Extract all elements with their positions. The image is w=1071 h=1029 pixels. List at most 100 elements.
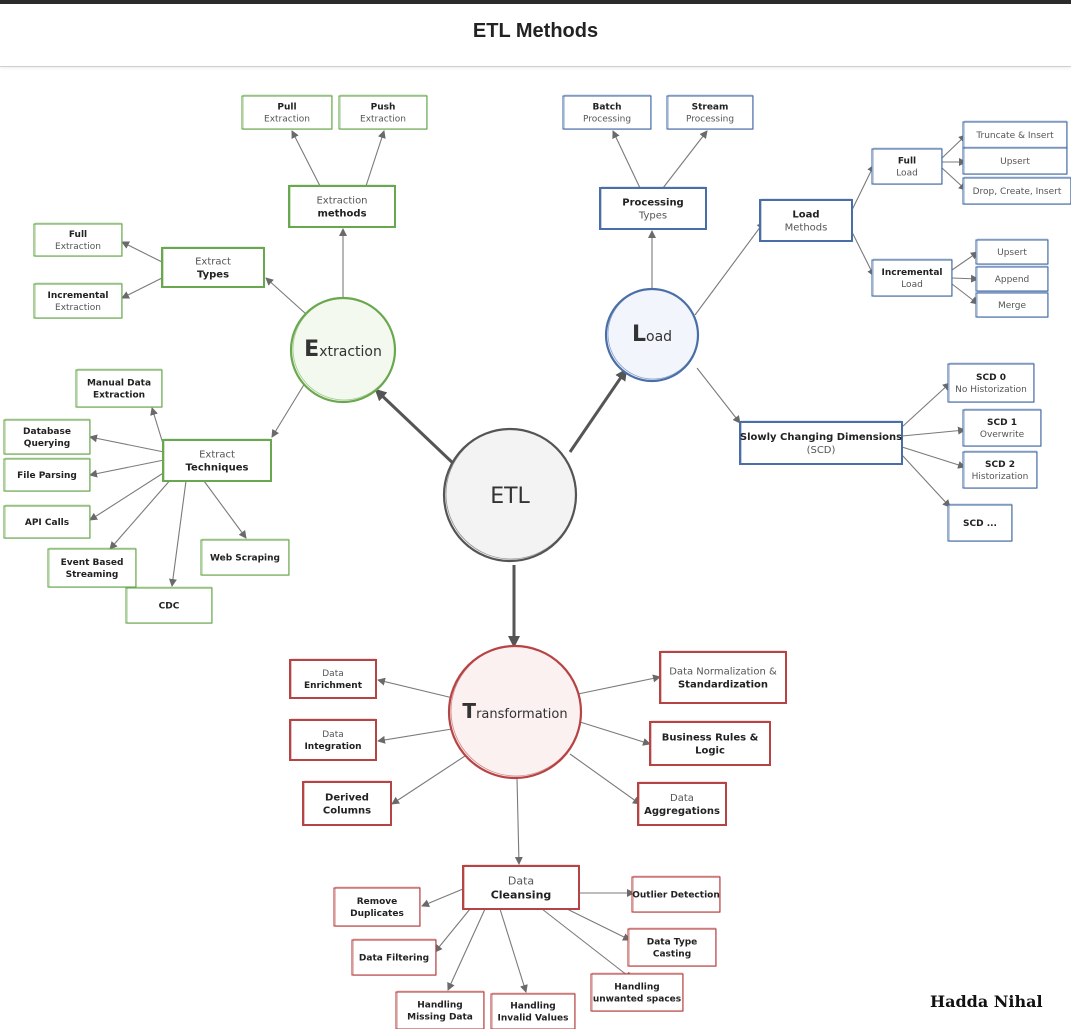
data-integration-line1: Data [322,730,344,740]
handling-invalid-line2: Invalid Values [498,1014,569,1024]
full-extraction-line2: Extraction [55,242,101,252]
connector-arrow [568,368,628,453]
etl-label: ETL [490,484,530,509]
extraction-label: Extraction [304,337,382,362]
connector-arrow [203,480,247,539]
connector-arrow [377,677,454,699]
processing-types-line2: Types [638,211,667,222]
connector-arrow [577,674,661,695]
connector-arrow [951,283,979,305]
connector-arrow [612,130,641,189]
web-scraping-box: Web Scraping [200,538,290,576]
transformation-initial: T [462,699,476,723]
scd0-line1: SCD 0 [976,373,1006,383]
handling-spaces-line2: unwanted spaces [593,995,681,1005]
file-parsing-box: File Parsing [3,457,91,492]
handling-spaces-line1: Handling [614,983,659,993]
scd-line1: Slowly Changing Dimensions [740,432,902,443]
full-extraction-line1: Full [69,230,87,240]
connector-arrow [121,277,163,299]
upsert-incr-line1: Upsert [997,248,1027,258]
event-based-streaming-line1: Event Based [61,558,124,568]
extraction-methods-line1: Extraction [316,196,367,207]
incremental-extraction-line1: Incremental [48,291,109,301]
connector-arrow [901,382,951,428]
connector-arrow [696,367,741,424]
extraction-circle: Extraction [289,296,397,404]
connector-arrow [109,477,173,550]
truncate-insert-line1: Truncate & Insert [975,131,1054,141]
handling-spaces-box: Handling unwanted spaces [590,972,684,1012]
load-label: Load [632,322,672,347]
connector-arrow [514,777,523,865]
connector-arrow [89,469,169,521]
data-enrichment-line1: Data [322,669,344,679]
full-load-line1: Full [898,157,916,167]
manual-data-extraction-line1: Manual Data [87,379,151,389]
scd1-line2: Overwrite [980,430,1025,440]
extract-types-line2: Types [197,270,229,281]
full-load-line2: Load [896,169,918,179]
extraction-initial: E [304,337,319,362]
connector-arrow [271,382,306,438]
upsert-full-line1: Upsert [1000,157,1030,167]
derived-columns-line2: Columns [323,806,371,817]
manual-data-extraction-line2: Extraction [93,391,145,401]
connector-arrow [901,446,966,469]
upsert-incr-box: Upsert [975,238,1049,265]
load-methods-line2: Methods [785,223,828,234]
nodes: ETLExtractionLoadTransformationExtractio… [3,94,1071,1029]
connector-arrow [89,434,165,453]
connector-arrow [941,134,967,159]
data-type-casting-line2: Casting [653,950,691,960]
append-line1: Append [995,275,1030,285]
load-circle: Load [604,287,700,383]
web-scraping-line1: Web Scraping [210,554,280,564]
api-calls-line1: API Calls [25,518,69,528]
incremental-load-line1: Incremental [882,268,943,278]
pull-extraction-line2: Extraction [264,115,310,125]
connector-arrow [901,454,951,508]
load-methods-line1: Load [792,210,819,221]
connector-arrow [951,274,979,283]
connector-arrow [421,888,464,908]
connector-arrow [121,241,163,263]
drop-create-insert-line1: Drop, Create, Insert [973,187,1062,197]
extract-techniques-line2: Techniques [186,463,249,474]
batch-processing-line1: Batch [593,103,622,113]
database-querying-line1: Database [23,427,71,437]
outlier-detection-line1: Outlier Detection [632,891,720,901]
transformation-circle: Transformation [447,644,583,780]
merge-box: Merge [975,291,1049,318]
file-parsing-line1: File Parsing [17,471,77,481]
connectors [89,130,979,993]
push-extraction-line2: Extraction [360,115,406,125]
scd2-line2: Historization [972,472,1029,482]
scd-more-box: SCD ... [947,503,1013,542]
business-rules-box: Business Rules &Logic [649,720,771,766]
upsert-full-box: Upsert [962,146,1068,175]
connector-arrow [851,164,875,211]
connector-arrow [447,908,486,991]
cdc-line1: CDC [159,602,180,612]
stream-processing-line1: Stream [692,103,729,113]
truncate-insert-box: Truncate & Insert [962,120,1068,149]
data-filtering-line1: Data Filtering [359,954,429,964]
scd0-line2: No Historization [955,385,1027,395]
transformation-rest: ransformation [476,707,568,722]
outlier-detection-box: Outlier Detection [631,875,721,913]
extract-types-line1: Extract [195,257,231,268]
